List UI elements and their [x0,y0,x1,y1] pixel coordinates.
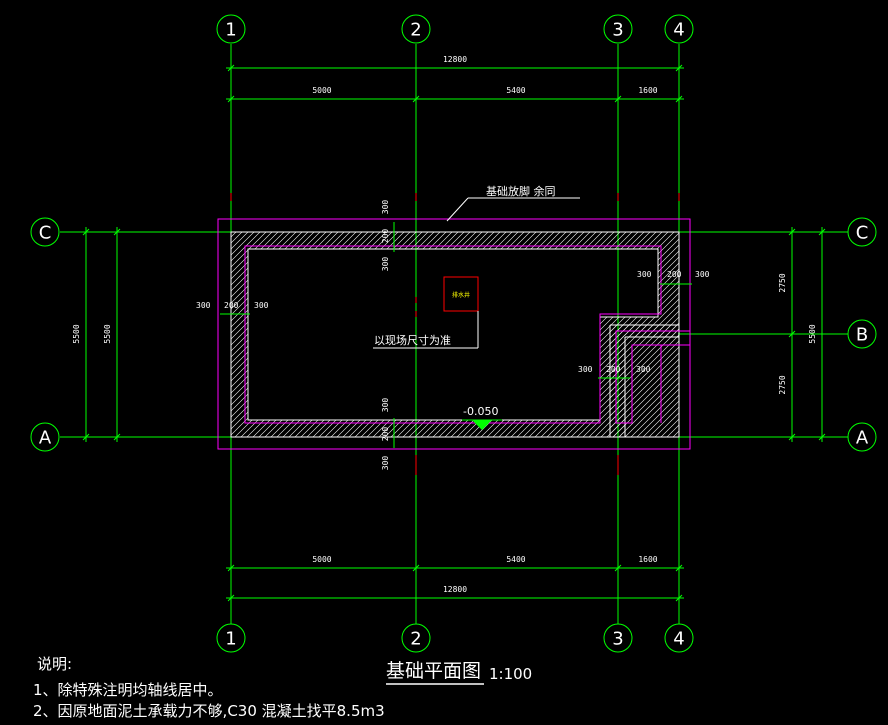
foundation-wall-hatch [231,232,679,437]
axis-bubble-c-left: C [30,217,60,247]
dim-seg1-bottom: 5000 [312,555,331,564]
svg-text:3: 3 [612,20,623,41]
notes-heading: 说明: [37,655,72,673]
dim-wall-left-300a: 300 [196,301,211,310]
svg-text:B: B [856,325,868,346]
svg-text:4: 4 [673,20,684,41]
svg-text:C: C [856,223,869,244]
dim-total-bottom: 12800 [443,585,467,594]
axis-bubble-2-bottom: 2 [401,623,431,653]
dim-wall-top-300b: 300 [381,257,390,272]
svg-text:4: 4 [673,629,684,650]
foundation-wall-inner-strip [610,325,679,437]
footing-leader [446,197,580,222]
wall-thickness-dim-lines [220,222,692,448]
notes-item-1: 1、除特殊注明均轴线居中。 [33,681,223,699]
dim-wall-top-300a: 300 [381,200,390,215]
dim-wall-bottom-300b: 300 [381,456,390,471]
footing-note: 基础放脚 余同 [486,184,556,198]
bottom-dimension-lines [226,564,684,602]
axis-bubble-1-top: 1 [216,14,246,44]
dim-right-lower: 2750 [778,375,787,394]
dim-seg2-bottom: 5400 [506,555,525,564]
svg-text:2: 2 [410,20,421,41]
dim-seg2-top: 5400 [506,86,525,95]
pit-note: 以现场尺寸为准 [374,333,451,347]
svg-text:2: 2 [410,629,421,650]
dim-right-total: 5500 [808,324,817,343]
pit-leader [373,311,479,349]
svg-text:A: A [856,428,869,449]
drawing-scale: 1:100 [489,665,532,683]
axis-bubble-3-bottom: 3 [603,623,633,653]
axis-bubble-b-right: B [847,319,877,349]
axis-bubble-4-bottom: 4 [664,623,694,653]
dim-wall-left-300b: 300 [254,301,269,310]
svg-text:C: C [39,223,52,244]
left-dimension-lines [82,227,121,442]
svg-text:1: 1 [225,629,236,650]
dim-total-top: 12800 [443,55,467,64]
axis-bubble-3-top: 3 [603,14,633,44]
axis-bubble-a-right: A [847,422,877,452]
svg-text:3: 3 [612,629,623,650]
center-marks [230,193,680,475]
dim-wall-bottom-300a: 300 [381,398,390,413]
axis-bubble-a-left: A [30,422,60,452]
dim-wall-right-300a: 300 [637,270,652,279]
dim-left-outer: 5500 [72,324,81,343]
svg-text:A: A [39,428,52,449]
dim-wall-mid-300a: 300 [578,365,593,374]
notes-item-2: 2、因原地面泥土承载力不够,C30 混凝土找平8.5m3 [33,702,385,720]
dim-seg1-top: 5000 [312,86,331,95]
dim-wall-top-200: 200 [381,229,390,244]
level-value: -0.050 [463,405,498,418]
dim-left-inner: 5500 [103,324,112,343]
dim-wall-right-300b: 300 [695,270,710,279]
drain-pit [443,276,479,312]
drawing-title: 基础平面图 [386,660,481,682]
right-dimension-lines [788,227,826,442]
top-dimension-lines [226,64,684,103]
level-marker-icon [472,420,492,430]
dim-right-upper: 2750 [778,273,787,292]
axis-bubble-2-top: 2 [401,14,431,44]
dim-wall-mid-200: 200 [606,365,621,374]
dim-wall-mid-300b: 300 [636,365,651,374]
svg-text:1: 1 [225,20,236,41]
drain-pit-label: 排水井 [452,291,470,299]
dim-seg3-bottom: 1600 [638,555,657,564]
dim-wall-left-200: 200 [224,301,239,310]
axis-grid-lines [60,44,848,624]
dim-wall-right-200: 200 [667,270,682,279]
axis-bubble-1-bottom: 1 [216,623,246,653]
axis-bubble-4-top: 4 [664,14,694,44]
axis-bubble-c-right: C [847,217,877,247]
footing-outlines [217,218,691,450]
dim-seg3-top: 1600 [638,86,657,95]
dim-wall-bottom-200: 200 [381,427,390,442]
